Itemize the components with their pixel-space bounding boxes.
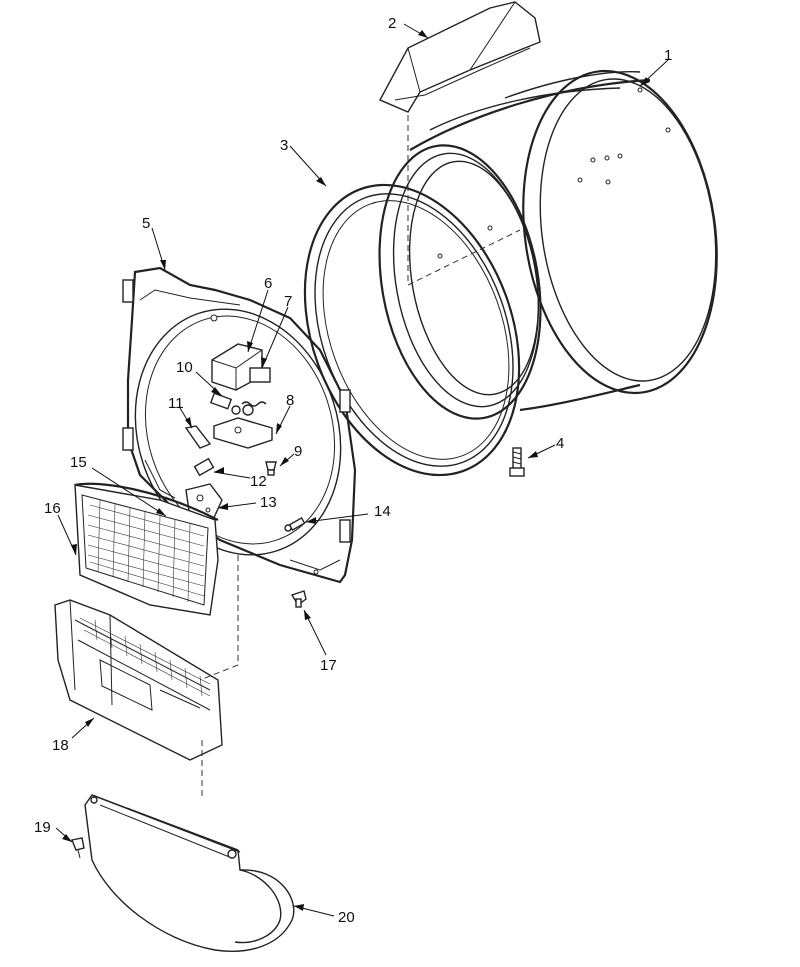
leader-lines (55, 23, 669, 917)
callout-20: 20 (338, 909, 355, 926)
grille-pattern (79, 617, 211, 697)
callout-11: 11 (168, 395, 184, 412)
alignment-lines (199, 115, 521, 800)
callout-1: 1 (664, 47, 672, 64)
callout-8: 8 (286, 392, 294, 409)
part-4-screw[interactable] (509, 447, 525, 477)
part-1-drum[interactable] (359, 58, 736, 431)
part-19-screw[interactable] (71, 837, 85, 859)
callout-6: 6 (264, 275, 272, 292)
callout-16: 16 (44, 500, 61, 517)
part-11-clip[interactable] (184, 425, 212, 449)
callout-17: 17 (320, 657, 337, 674)
part-16-lint-screen[interactable] (74, 482, 219, 616)
part-9-screw[interactable] (265, 461, 277, 476)
part-14-screw[interactable] (284, 516, 306, 532)
part-2-baffle[interactable] (379, 1, 541, 113)
part-10-plunger[interactable] (209, 392, 241, 415)
callout-15: 15 (70, 454, 87, 471)
callout-12: 12 (250, 473, 267, 490)
mesh-pattern (87, 499, 205, 603)
callout-14: 14 (374, 503, 391, 520)
part-6-switch-housing[interactable] (211, 343, 271, 391)
part-7-spring[interactable] (241, 401, 267, 416)
callout-2: 2 (388, 15, 396, 32)
callout-19: 19 (34, 819, 51, 836)
part-5-front-bulkhead[interactable] (104, 266, 371, 584)
part-17-screw[interactable] (290, 590, 307, 608)
callout-3: 3 (280, 137, 288, 154)
callout-9: 9 (294, 443, 302, 460)
callout-18: 18 (52, 737, 69, 754)
callout-13: 13 (260, 494, 277, 511)
callout-5: 5 (142, 215, 150, 232)
callout-labels: 1 2 3 4 5 6 7 8 9 10 11 12 13 14 15 16 1… (34, 15, 672, 926)
callout-4: 4 (556, 435, 564, 452)
callout-7: 7 (284, 293, 292, 310)
part-8-bracket[interactable] (213, 417, 273, 449)
part-12-sensor[interactable] (193, 457, 215, 477)
callout-10: 10 (176, 359, 193, 376)
part-20-lower-duct[interactable] (84, 794, 295, 952)
part-3-seal-ring[interactable] (267, 155, 558, 505)
part-18-lint-duct[interactable] (54, 599, 223, 761)
